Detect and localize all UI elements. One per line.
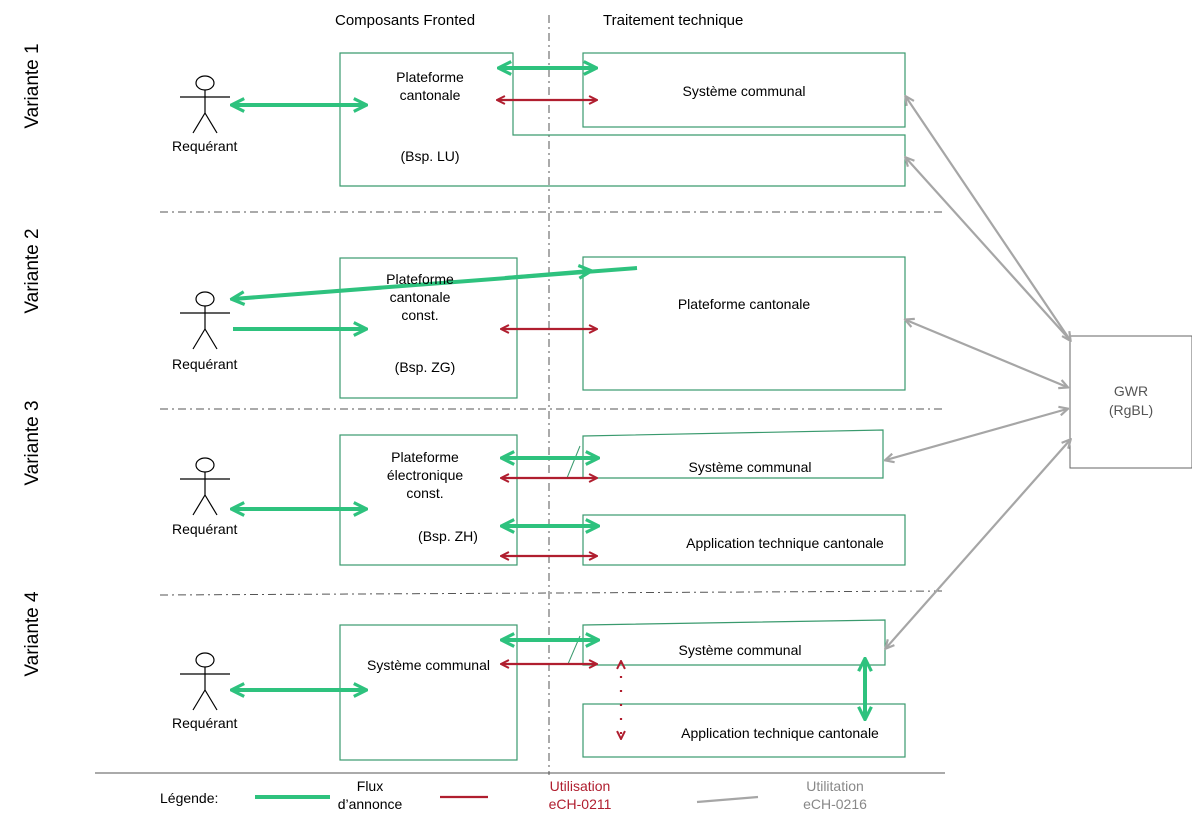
variant-label-1: Variante 1 — [22, 43, 43, 129]
ech-0216-arrows — [886, 97, 1070, 648]
variant-label-3: Variante 3 — [22, 400, 43, 486]
legend-item-ech-0211: Utilisation eCH-0211 — [548, 778, 612, 812]
actor-icon-4 — [180, 652, 230, 711]
actor-icon-1 — [180, 75, 230, 134]
actor-label-4: Requérant — [172, 715, 238, 731]
v4-application-box — [582, 703, 906, 758]
actor-label-3: Requérant — [172, 521, 238, 537]
flux-annonce-arrows — [233, 68, 865, 718]
actors — [180, 75, 230, 711]
variant-label-4: Variante 4 — [22, 591, 43, 677]
v1-system-box — [582, 52, 906, 128]
actor-label-2: Requérant — [172, 356, 238, 372]
v3-frontend-title: Plateforme électronique const. — [386, 449, 464, 501]
legend-item-ech-0216: Utilitation eCH-0216 — [803, 778, 867, 812]
v2-frontend-example: (Bsp. ZG) — [394, 359, 456, 375]
legend-label: Légende: — [160, 790, 219, 806]
v4-frontend-title: Système communal — [367, 657, 490, 673]
v2-system-label: Plateforme cantonale — [677, 296, 811, 312]
gwr-title: GWR — [1113, 383, 1149, 399]
header-technical: Traitement technique — [603, 12, 744, 29]
actor-icon-2 — [180, 291, 230, 350]
v4-frontend-box — [339, 624, 518, 761]
variant-label-2: Variante 2 — [22, 228, 43, 314]
v3-frontend-example: (Bsp. ZH) — [418, 528, 478, 544]
v3-frontend-box — [339, 434, 518, 566]
v2-frontend-title: Plateforme cantonale const. — [386, 271, 454, 323]
v3-application-label: Application technique cantonale — [686, 535, 884, 551]
legend-swatch-ech-0216 — [696, 795, 759, 804]
ech-0211-arrows — [498, 100, 621, 738]
section-separators — [159, 211, 946, 596]
legend-item-flux: Flux d’annonce — [337, 778, 403, 812]
v3-system-label: Système communal — [688, 459, 812, 475]
actor-label-1: Requérant — [172, 138, 238, 154]
header-frontend: Composants Fronted — [335, 12, 476, 29]
v4-application-label: Application technique cantonale — [681, 725, 879, 741]
v4-system-label: Système communal — [678, 642, 802, 658]
v1-frontend-example: (Bsp. LU) — [400, 148, 460, 164]
actor-icon-3 — [180, 457, 230, 516]
v2-system-box — [582, 256, 906, 391]
v1-system-label: Système communal — [682, 83, 806, 99]
gwr-box — [1069, 335, 1192, 469]
gwr-subtitle: (RgBL) — [1108, 402, 1154, 418]
v4-system-box — [582, 619, 886, 666]
v1-frontend-title: Plateforme cantonale — [396, 69, 464, 103]
